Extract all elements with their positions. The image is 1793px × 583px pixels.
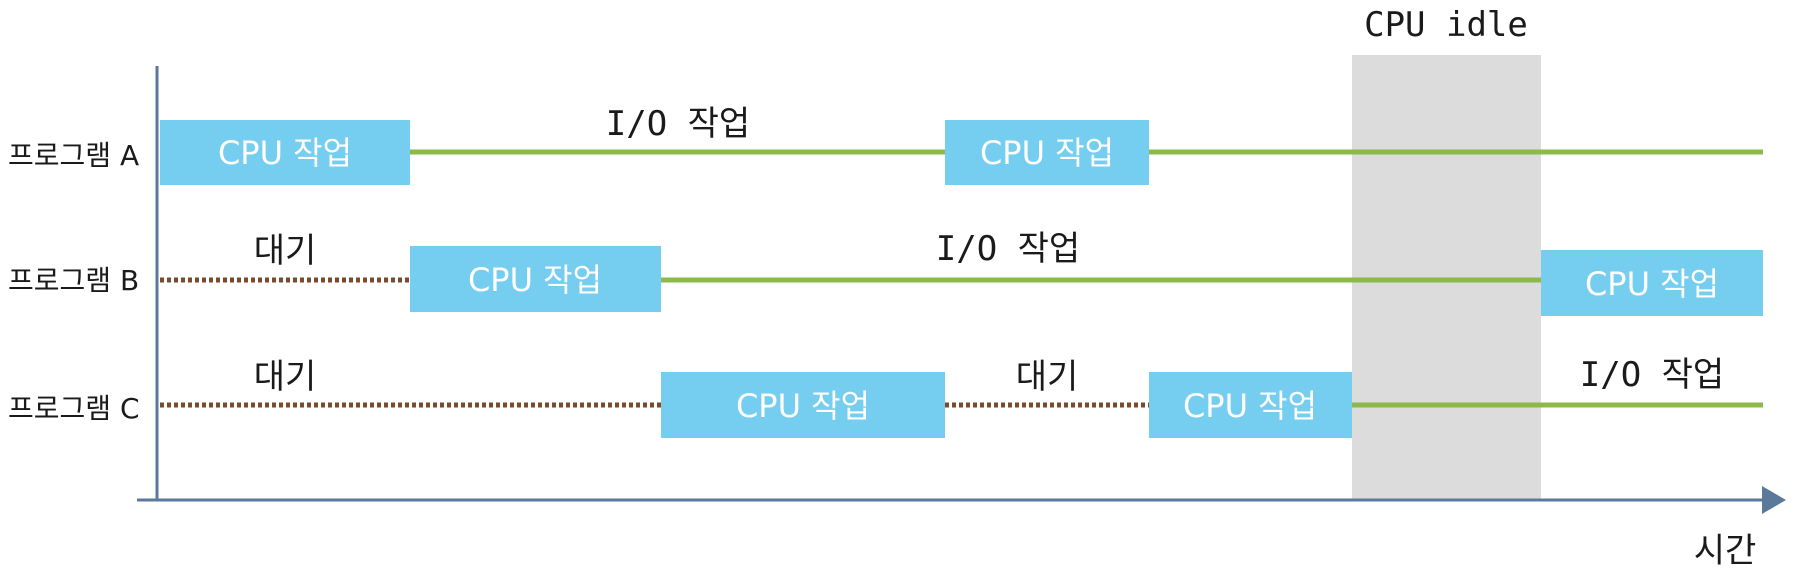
program-c-label: 프로그램 C bbox=[8, 392, 140, 425]
program-c-cpu-block bbox=[661, 372, 945, 438]
time-axis-label: 시간 bbox=[1694, 531, 1757, 571]
program-a-io-label: I/O 작업 bbox=[606, 104, 750, 144]
program-c-cpu-label: CPU 작업 bbox=[1183, 387, 1317, 425]
program-c-wait-label: 대기 bbox=[1016, 357, 1079, 397]
program-a-label: 프로그램 A bbox=[8, 139, 139, 172]
time-axis-arrow-icon bbox=[1762, 486, 1786, 514]
program-c-wait-label: 대기 bbox=[254, 357, 317, 397]
program-b-cpu-block bbox=[410, 246, 661, 312]
program-b-wait-label: 대기 bbox=[254, 231, 317, 271]
program-b-cpu-label: CPU 작업 bbox=[468, 261, 602, 299]
program-a-cpu-block bbox=[945, 120, 1149, 185]
program-b-cpu-label: CPU 작업 bbox=[1585, 265, 1719, 303]
program-c-io-label: I/O 작업 bbox=[1580, 355, 1724, 395]
program-a-cpu-label: CPU 작업 bbox=[218, 134, 352, 172]
program-a-cpu-label: CPU 작업 bbox=[980, 134, 1114, 172]
program-c-cpu-block bbox=[1149, 372, 1352, 438]
program-b-io-label: I/O 작업 bbox=[936, 229, 1080, 269]
program-b-cpu-block bbox=[1541, 250, 1763, 316]
program-c-cpu-label: CPU 작업 bbox=[736, 387, 870, 425]
program-a-cpu-block bbox=[160, 120, 410, 185]
program-b-label: 프로그램 B bbox=[8, 264, 139, 297]
cpu-idle-label: CPU idle bbox=[1364, 5, 1528, 45]
